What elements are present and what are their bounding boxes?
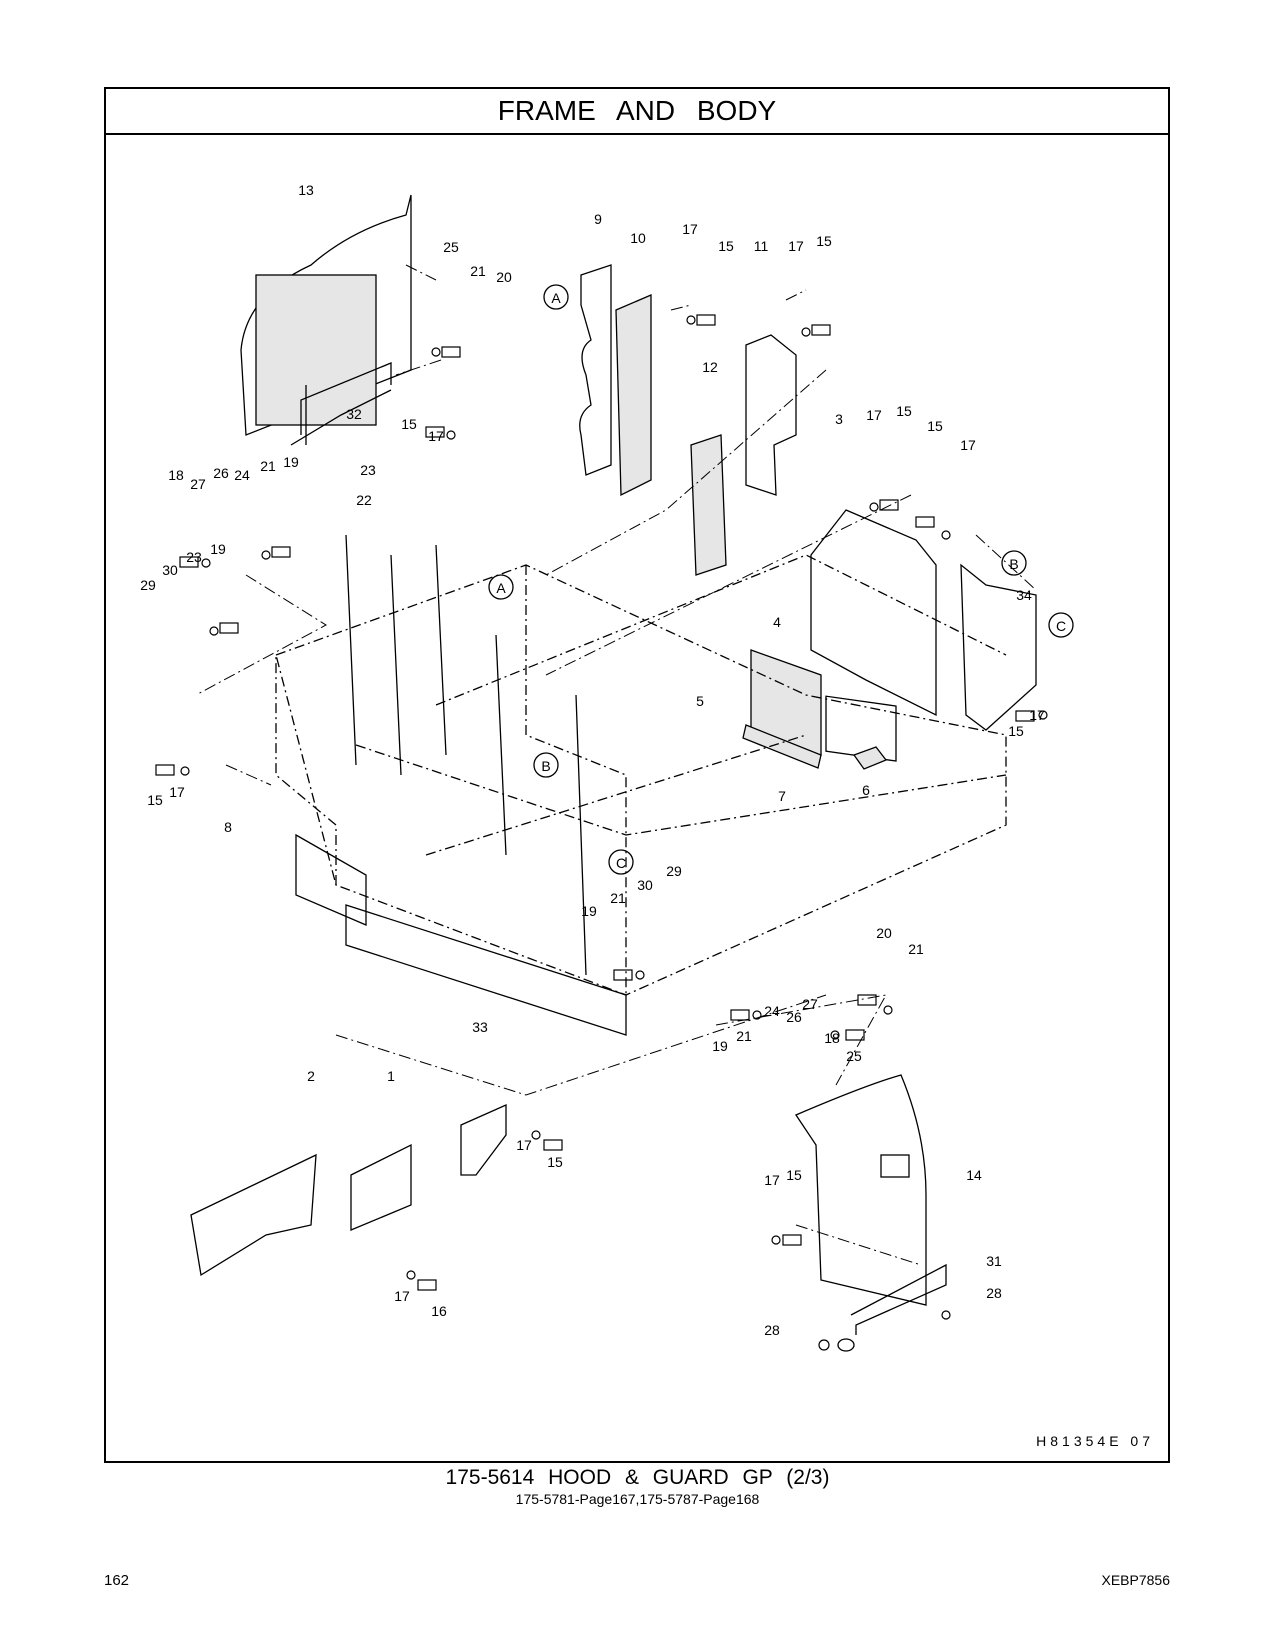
part-label: 15 [1008, 723, 1024, 739]
figure-code: H81354E 07 [1036, 1433, 1154, 1449]
part-34-plate [960, 563, 1037, 731]
callout-b: B [541, 758, 550, 774]
part-label: 1 [387, 1068, 395, 1084]
part-33-bracket [460, 1103, 507, 1176]
part-label: 11 [754, 238, 769, 254]
figure-subcaption: 175-5781-Page167,175-5787-Page168 [515, 1491, 760, 1507]
part-label: 34 [1016, 587, 1032, 603]
exploded-view-drawing: A A B C B C 13 9 10 17 15 11 17 15 25 21… [140, 182, 1074, 1352]
callout-c: C [616, 855, 626, 871]
part-label: 6 [862, 782, 870, 798]
part-label: 20 [496, 269, 512, 285]
part-label: 30 [637, 877, 653, 893]
part-12-pad [690, 434, 727, 576]
part-label: 32 [346, 406, 362, 422]
callout-a: A [496, 580, 506, 596]
part-31-rod [850, 1263, 947, 1335]
part-label: 17 [394, 1288, 410, 1304]
part-label: 3 [835, 411, 843, 427]
part-label: 21 [260, 458, 276, 474]
part-label: 26 [213, 465, 229, 481]
page-number: 162 [104, 1572, 130, 1589]
part-label: 15 [786, 1167, 802, 1183]
part-label: 23 [360, 462, 376, 478]
part-label: 28 [986, 1285, 1002, 1301]
part-label: 18 [168, 467, 184, 483]
part-10-plate [615, 294, 652, 497]
part-label: 15 [147, 792, 163, 808]
part-label: 19 [581, 903, 597, 919]
part-label: 17 [516, 1137, 532, 1153]
part-label: 29 [666, 863, 682, 879]
part-label: 23 [186, 549, 202, 565]
part-label: 5 [696, 693, 704, 709]
part-label: 12 [702, 359, 718, 375]
part-label: 15 [816, 233, 832, 249]
part-label: 25 [846, 1048, 862, 1064]
part-label: 21 [470, 263, 486, 279]
part-11-plate [745, 334, 797, 496]
part-label: 2 [307, 1068, 315, 1084]
part-7-strip [742, 724, 822, 769]
parts-diagram: A A B C B C 13 9 10 17 15 11 17 15 25 21… [106, 135, 1168, 1461]
part-label: 33 [472, 1019, 488, 1035]
part-label: 28 [764, 1322, 780, 1338]
part-label: 21 [610, 890, 626, 906]
part-label: 27 [802, 996, 818, 1012]
part-label: 10 [630, 230, 646, 246]
part-label: 4 [773, 614, 781, 630]
part-3-cover [810, 509, 937, 717]
part-label: 21 [908, 941, 924, 957]
part-label: 14 [966, 1167, 982, 1183]
part-label: 17 [960, 437, 976, 453]
part-6-block [852, 746, 888, 770]
part-label: 17 [788, 238, 804, 254]
part-label: 21 [736, 1028, 752, 1044]
figure-caption: 175-5614 HOOD & GUARD GP (2/3) [445, 1466, 830, 1489]
part-label: 30 [162, 562, 178, 578]
part-label: 25 [443, 239, 459, 255]
callout-a: A [551, 290, 561, 306]
part-label: 15 [401, 416, 417, 432]
part-label: 13 [298, 182, 314, 198]
part-label: 19 [210, 541, 226, 557]
part-32-rod [300, 362, 392, 435]
part-label: 20 [876, 925, 892, 941]
part-label: 17 [169, 784, 185, 800]
document-code: XEBP7856 [1101, 1572, 1171, 1588]
part-label: 17 [764, 1172, 780, 1188]
part-label: 31 [986, 1253, 1002, 1269]
part-label: 8 [224, 819, 232, 835]
part-label: 15 [927, 418, 943, 434]
part-label: 29 [140, 577, 156, 593]
part-label: 19 [283, 454, 299, 470]
part-label: 27 [190, 476, 206, 492]
part-label: 15 [547, 1154, 563, 1170]
figure-frame: FRAME AND BODY [104, 87, 1170, 1463]
part-2-plate [190, 1153, 317, 1277]
part-label: 24 [764, 1003, 780, 1019]
part-label: 26 [786, 1009, 802, 1025]
part-14-guard [795, 1074, 927, 1306]
callout-c: C [1056, 618, 1066, 634]
part-label: 17 [428, 428, 444, 444]
part-label: 15 [718, 238, 734, 254]
part-label: 17 [1029, 707, 1045, 723]
part-label: 16 [431, 1303, 447, 1319]
part-label: 18 [824, 1030, 840, 1046]
part-label: 17 [682, 221, 698, 237]
part-label: 22 [356, 492, 372, 508]
part-label: 15 [896, 403, 912, 419]
part-label: 9 [594, 211, 602, 227]
page-title: FRAME AND BODY [106, 89, 1168, 135]
part-label: 7 [778, 788, 786, 804]
part-label: 24 [234, 467, 250, 483]
part-1-plate [350, 1143, 412, 1231]
part-label: 19 [712, 1038, 728, 1054]
part-9-bracket [579, 264, 612, 476]
callout-b: B [1009, 556, 1018, 572]
part-label: 17 [866, 407, 882, 423]
